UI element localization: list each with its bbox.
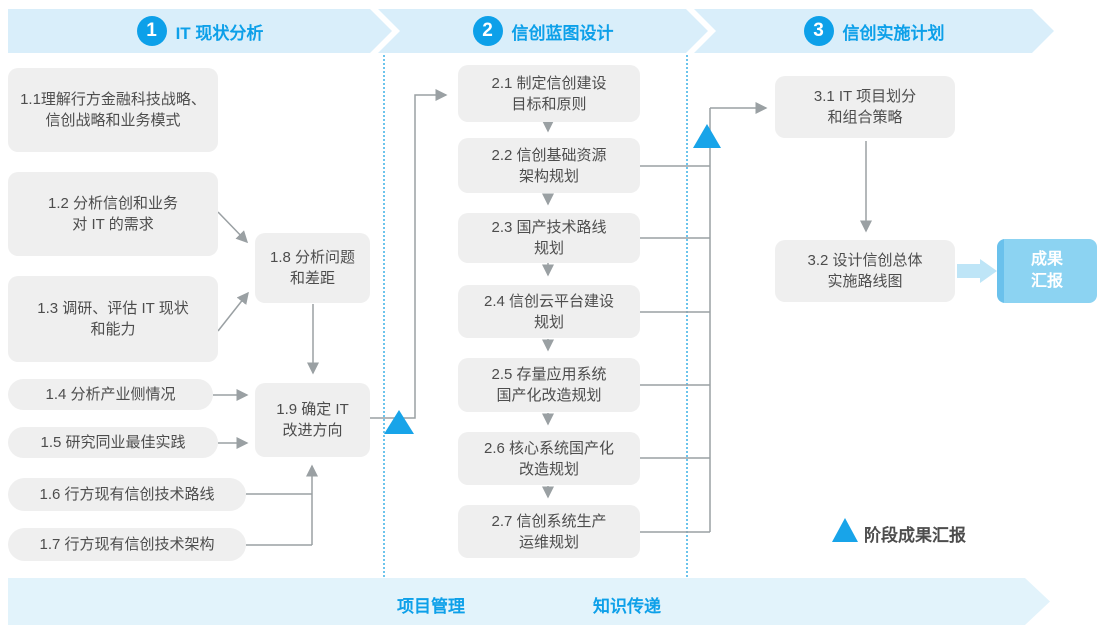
step-text: 运维规划 bbox=[518, 533, 579, 551]
step-box-1-4: 1.4 分析产业侧情况 bbox=[8, 379, 213, 410]
step-text: 改进方向 bbox=[282, 422, 343, 439]
step-box-1-3: 1.3 调研、评估 IT 现状 和能力 bbox=[8, 276, 218, 362]
phase-number-badge: 3 bbox=[804, 16, 834, 46]
step-text: 和能力 bbox=[90, 321, 136, 338]
step-box-1-9: 1.9 确定 IT 改进方向 bbox=[255, 383, 370, 457]
step-text: 2.5 存量应用系统 bbox=[491, 366, 607, 383]
step-box-2-1: 2.1 制定信创建设 目标和原则 bbox=[458, 65, 640, 122]
step-box-1-8: 1.8 分析问题 和差距 bbox=[255, 233, 370, 303]
phase-band-3: 3 信创实施计划 bbox=[694, 9, 1054, 53]
step-text: 3.2 设计信创总体 bbox=[807, 252, 923, 269]
step-box-2-4: 2.4 信创云平台建设 规划 bbox=[458, 285, 640, 338]
step-box-2-3: 2.3 国产技术路线 规划 bbox=[458, 213, 640, 263]
step-text: 1.6 行方现有信创技术路线 bbox=[39, 486, 215, 503]
step-text: 国产化改造规划 bbox=[496, 387, 602, 404]
step-text: 1.7 行方现有信创技术架构 bbox=[39, 536, 215, 553]
footer-label-knowledge-transfer: 知识传递 bbox=[593, 597, 661, 616]
result-arrow-icon bbox=[980, 259, 997, 283]
step-text: 2.1 制定信创建设 bbox=[491, 74, 607, 92]
step-text: 2.2 信创基础资源 bbox=[491, 146, 607, 164]
footer-label-project-management: 项目管理 bbox=[397, 597, 465, 616]
step-text: 1.3 调研、评估 IT 现状 bbox=[37, 300, 189, 317]
phase-separator-dotted-line-1 bbox=[383, 55, 385, 577]
step-box-2-2: 2.2 信创基础资源 架构规划 bbox=[458, 138, 640, 193]
step-text: 2.4 信创云平台建设 bbox=[483, 292, 615, 310]
step-box-1-6: 1.6 行方现有信创技术路线 bbox=[8, 478, 246, 511]
step-text: 规划 bbox=[533, 313, 564, 331]
phase-title: 信创蓝图设计 bbox=[511, 23, 614, 43]
step-text: 实施路线图 bbox=[827, 273, 903, 290]
phase-number-badge: 2 bbox=[473, 16, 503, 46]
step-box-1-5: 1.5 研究同业最佳实践 bbox=[8, 427, 218, 458]
phase-number-badge: 1 bbox=[137, 16, 167, 46]
legend-label: 阶段成果汇报 bbox=[864, 526, 966, 545]
step-text: 架构规划 bbox=[518, 167, 579, 185]
step-box-2-6: 2.6 核心系统国产化 改造规划 bbox=[458, 432, 640, 485]
step-box-3-2: 3.2 设计信创总体 实施路线图 bbox=[775, 240, 955, 302]
result-text: 成果 bbox=[1030, 251, 1063, 269]
phase-band-1: 1 IT 现状分析 bbox=[8, 9, 392, 53]
step-text: 和差距 bbox=[289, 270, 335, 287]
phase-separator-dotted-line-2 bbox=[686, 55, 688, 577]
phase-title: IT 现状分析 bbox=[175, 23, 264, 43]
result-text: 汇报 bbox=[1030, 273, 1063, 290]
step-text: 1.1理解行方金融科技战略、 bbox=[20, 91, 206, 108]
step-text: 1.5 研究同业最佳实践 bbox=[40, 434, 186, 451]
step-text: 规划 bbox=[533, 240, 564, 257]
phase-title: 信创实施计划 bbox=[842, 23, 945, 43]
step-box-1-2: 1.2 分析信创和业务 对 IT 的需求 bbox=[8, 172, 218, 256]
step-box-1-7: 1.7 行方现有信创技术架构 bbox=[8, 528, 246, 561]
milestone-triangle-icon bbox=[384, 410, 414, 434]
result-box: 成果 汇报 bbox=[997, 239, 1097, 303]
step-text: 信创战略和业务模式 bbox=[45, 112, 181, 129]
step-text: 2.6 核心系统国产化 bbox=[483, 439, 615, 457]
step-text: 目标和原则 bbox=[511, 95, 587, 113]
legend-triangle-icon bbox=[832, 518, 858, 542]
step-text: 1.9 确定 IT bbox=[276, 401, 349, 418]
step-box-2-5: 2.5 存量应用系统 国产化改造规划 bbox=[458, 358, 640, 412]
step-text: 2.7 信创系统生产 bbox=[491, 512, 607, 530]
step-box-2-7: 2.7 信创系统生产 运维规划 bbox=[458, 505, 640, 558]
phase-band-2: 2 信创蓝图设计 bbox=[378, 9, 708, 53]
step-text: 1.4 分析产业侧情况 bbox=[45, 386, 176, 403]
step-text: 1.8 分析问题 bbox=[269, 249, 356, 266]
step-text: 对 IT 的需求 bbox=[72, 216, 154, 233]
result-arrow-shaft bbox=[957, 264, 981, 278]
step-text: 改造规划 bbox=[518, 460, 579, 478]
step-text: 2.3 国产技术路线 bbox=[491, 219, 607, 236]
step-text: 和组合策略 bbox=[827, 109, 903, 126]
step-text: 1.2 分析信创和业务 bbox=[47, 195, 179, 212]
footer-band bbox=[8, 578, 1050, 625]
milestone-triangle-icon bbox=[693, 124, 721, 148]
step-box-1-1: 1.1理解行方金融科技战略、 信创战略和业务模式 bbox=[8, 68, 218, 152]
step-box-3-1: 3.1 IT 项目划分 和组合策略 bbox=[775, 76, 955, 138]
step-text: 3.1 IT 项目划分 bbox=[813, 88, 917, 105]
